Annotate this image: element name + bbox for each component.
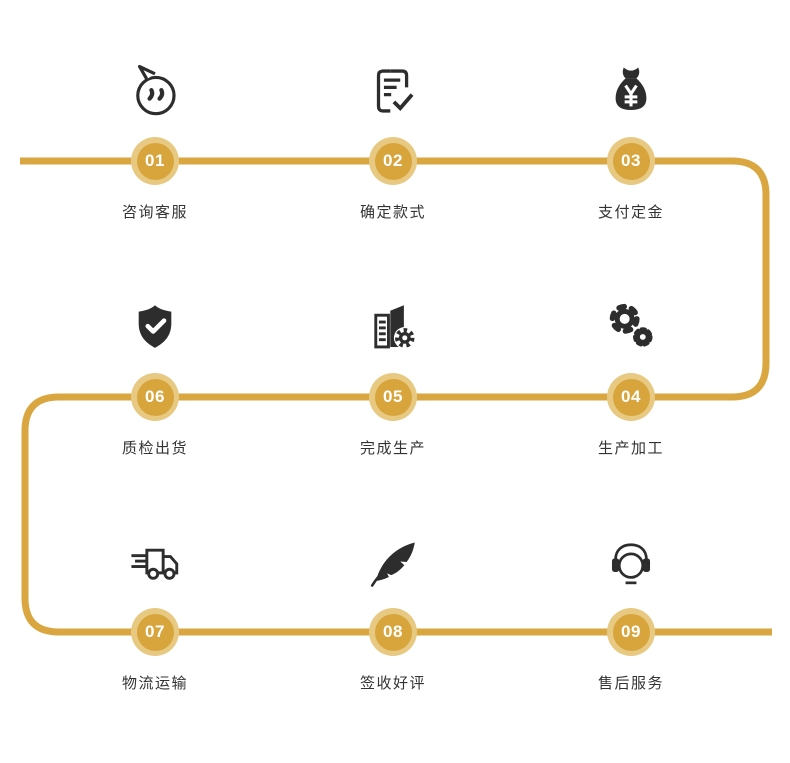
step-label: 售后服务 — [597, 675, 664, 692]
step-number: 05 — [374, 378, 412, 416]
step-number: 01 — [136, 142, 174, 180]
flow-step-09: 09 售后服务 — [546, 516, 716, 693]
money-bag-yen-icon — [546, 45, 716, 137]
flow-step-05: 05 完成生产 — [308, 281, 478, 458]
step-number-badge: 06 — [131, 373, 179, 421]
flow-step-04: 04 生产加工 — [546, 281, 716, 458]
step-number: 07 — [136, 613, 174, 651]
step-label: 确定款式 — [359, 204, 426, 221]
step-number-badge: 04 — [607, 373, 655, 421]
step-number: 03 — [612, 142, 650, 180]
step-number: 04 — [612, 378, 650, 416]
step-number-badge: 08 — [369, 608, 417, 656]
step-number-badge: 09 — [607, 608, 655, 656]
step-number: 02 — [374, 142, 412, 180]
step-number-badge: 03 — [607, 137, 655, 185]
delivery-truck-icon — [70, 516, 240, 608]
flow-step-03: 03 支付定金 — [546, 45, 716, 222]
step-number-badge: 01 — [131, 137, 179, 185]
step-number: 08 — [374, 613, 412, 651]
gears-icon — [546, 281, 716, 373]
step-number-badge: 07 — [131, 608, 179, 656]
step-number-badge: 02 — [369, 137, 417, 185]
step-label: 质检出货 — [121, 440, 188, 457]
step-number: 09 — [612, 613, 650, 651]
flow-step-01: 01 咨询客服 — [70, 45, 240, 222]
step-label: 生产加工 — [597, 440, 664, 457]
flow-step-02: 02 确定款式 — [308, 45, 478, 222]
headset-icon — [546, 516, 716, 608]
step-number: 06 — [136, 378, 174, 416]
step-number-badge: 05 — [369, 373, 417, 421]
flow-step-06: 06 质检出货 — [70, 281, 240, 458]
shield-check-icon — [70, 281, 240, 373]
step-label: 完成生产 — [359, 440, 426, 457]
step-label: 签收好评 — [359, 675, 426, 692]
flow-step-08: 08 签收好评 — [308, 516, 478, 693]
step-label: 支付定金 — [597, 204, 664, 221]
feather-pen-icon — [308, 516, 478, 608]
step-label: 物流运输 — [121, 675, 188, 692]
factory-gear-icon — [308, 281, 478, 373]
checklist-document-icon — [308, 45, 478, 137]
flow-step-07: 07 物流运输 — [70, 516, 240, 693]
chat-bubble-icon — [70, 45, 240, 137]
step-label: 咨询客服 — [121, 204, 188, 221]
